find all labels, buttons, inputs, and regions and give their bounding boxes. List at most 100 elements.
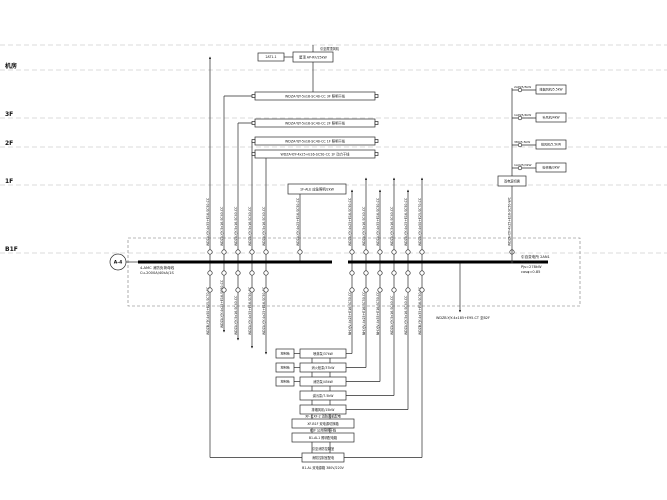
busway-end-terminal	[374, 121, 379, 125]
circuit-note-label: 1AX25/3kW	[514, 163, 531, 167]
control-box	[275, 362, 295, 373]
breaker-symbol	[263, 270, 269, 276]
load-box-label: 排风机/5.5kW	[541, 142, 561, 147]
cable-label: WDZA-YJY-4x25+E16-SC50-CC	[296, 197, 300, 246]
control-box-label: 控制箱	[280, 365, 289, 370]
meter-symbol	[419, 287, 425, 293]
bus-source-label: Pjs=278kW	[521, 265, 542, 269]
load-box-label: XF-B1F 双电源切换箱	[307, 421, 339, 426]
bottom-note-label: B1-AL 双电源箱 380V/220V	[302, 465, 344, 470]
load-box-label: 检修箱/3kW	[542, 165, 559, 170]
breaker-symbol	[249, 270, 255, 276]
breaker-symbol	[221, 270, 227, 276]
load-box	[535, 84, 567, 95]
breaker-symbol	[297, 249, 303, 255]
cable-label: NH-YJV-4x25+E16-SC50-CC	[348, 291, 352, 335]
load-box-label: 消防泵/45kW	[313, 379, 334, 384]
load-box	[299, 404, 347, 415]
busway-end-terminal	[374, 139, 379, 143]
breaker-symbol	[207, 270, 213, 276]
bus-source-label: 引自变电所 2AN1	[521, 254, 550, 259]
distribution-box	[287, 183, 347, 195]
circuit-tag-label: 2AT1-1	[265, 55, 276, 59]
floor-label: B1F	[5, 246, 18, 253]
bottom-note-label: 引至消防控制室	[312, 446, 334, 451]
cable-label: WDZA-YJY-5x16-SC40-CC	[390, 206, 394, 246]
breaker-symbol	[419, 249, 425, 255]
breaker-symbol	[349, 270, 355, 276]
circuit-tag-box	[257, 52, 285, 62]
bottom-note-label: B1F 公共照明干线	[310, 428, 337, 433]
busway-label: WDZA-YJY-5x16-SC40-CC 3F 照明干线	[285, 93, 346, 98]
load-box-label: 喷淋泵/37kW	[313, 351, 334, 356]
cable-label: NH-YJV-4x35+E16-SC50-CC	[376, 291, 380, 335]
load-box	[535, 162, 567, 173]
control-box	[275, 348, 295, 359]
breaker-symbol	[263, 249, 269, 255]
load-box	[291, 432, 355, 443]
meter-symbol	[405, 287, 411, 293]
busway-end-terminal	[251, 121, 256, 125]
breaker-symbol	[235, 270, 241, 276]
load-box	[535, 139, 567, 150]
breaker-symbol	[517, 142, 523, 148]
meter-symbol	[207, 287, 213, 293]
cable-label: WDZA-YJY-5x16-SC40-CC	[248, 206, 252, 246]
meter-symbol	[221, 287, 227, 293]
breaker-symbol	[405, 249, 411, 255]
bus-name-label: 4-AMC 消防负荷母线	[140, 265, 175, 270]
breaker-symbol	[517, 165, 523, 171]
load-box-label: 补风机/4kW	[542, 115, 559, 120]
cable-label: WDZA-YJY-4x25+E16-SC50-WC	[508, 196, 512, 246]
busway-label: WDZA-YJY-4x25+E16-SC50-CC 1F 动力干线	[281, 151, 351, 156]
breaker-symbol	[391, 270, 397, 276]
cable-label: WDZA-YJY-5x16-SC40-CC	[362, 206, 366, 246]
cable-label: WDZA-YJY-4x25+E16-SC50-CC	[262, 286, 266, 335]
bus-tag-circle	[109, 253, 127, 271]
circuit-note-label: 1AP25/4kW	[514, 113, 531, 117]
cable-label: WDZA-YJY-4x25+E16-SC50-CC	[404, 197, 408, 246]
busway-end-terminal	[374, 94, 379, 98]
cable-label: WDZB-YJY-4x35+E16-SC50-CC	[418, 286, 422, 335]
load-box-label: 消火栓泵/37kW	[312, 365, 336, 370]
bus-source-label: cosφ=0.85	[521, 270, 540, 274]
load-box-label: 潜污泵/7.5kW	[313, 393, 335, 398]
ats-box	[497, 175, 527, 187]
busway-end-terminal	[251, 94, 256, 98]
cable-label: WDZB-YJY-4x50+E25-SC70-CC	[206, 286, 210, 335]
cable-label: WDZA-YJY-5x16-SC40-CC	[404, 295, 408, 335]
breaker-symbol	[363, 270, 369, 276]
load-box-label: B1-AL1 照明配电箱	[309, 435, 338, 440]
cable-label: WDZA-YJY-4x50+E25-SC70-CC	[418, 197, 422, 246]
meter-symbol	[235, 287, 241, 293]
bus-enclosure	[127, 237, 581, 307]
cable-label: WDZA-YJY-4x35+E16-SC50-CC	[376, 197, 380, 246]
cable-label: NH-YJV-4x25+E16-SC50-CC	[362, 291, 366, 335]
breaker-symbol	[349, 249, 355, 255]
busway-label: WDZA-YJY-5x16-SC40-CC 2F 照明干线	[285, 120, 346, 125]
roof-note-label: 引至屋顶风机	[320, 46, 340, 51]
cable-label: WDZA-YJY-5x16-SC40-CC	[262, 206, 266, 246]
breaker-symbol	[221, 249, 227, 255]
busway-end-terminal	[251, 139, 256, 143]
bottom-note-label: XF-1;XF-2 消防风机配电	[305, 414, 341, 419]
breaker-symbol	[249, 249, 255, 255]
roof-fan-box	[292, 51, 334, 63]
load-box-label: 消防控制室配电	[312, 455, 335, 460]
distribution-box-label: 1F-ALE 应急照明/2kW	[300, 186, 335, 191]
busway-end-terminal	[374, 152, 379, 156]
breaker-symbol	[517, 87, 523, 93]
cable-label: WDZA-YJY-4x35+E16-SC50-CC	[248, 286, 252, 335]
bus-tap-dot	[510, 260, 514, 264]
cable-label: WDZA-YJY-5x16-SC40-CC	[234, 295, 238, 335]
control-box-label: 控制箱	[280, 351, 289, 356]
busway-label: WDZA-YJY-5x16-SC40-CC 1F 照明干线	[285, 138, 346, 143]
meter-symbol	[377, 287, 383, 293]
cable-label: WDZA-YJY-4x35+E16-SC50-CC	[206, 197, 210, 246]
breaker-symbol	[207, 249, 213, 255]
breaker-symbol	[517, 115, 523, 121]
meter-symbol	[349, 287, 355, 293]
busway-end-terminal	[251, 152, 256, 156]
